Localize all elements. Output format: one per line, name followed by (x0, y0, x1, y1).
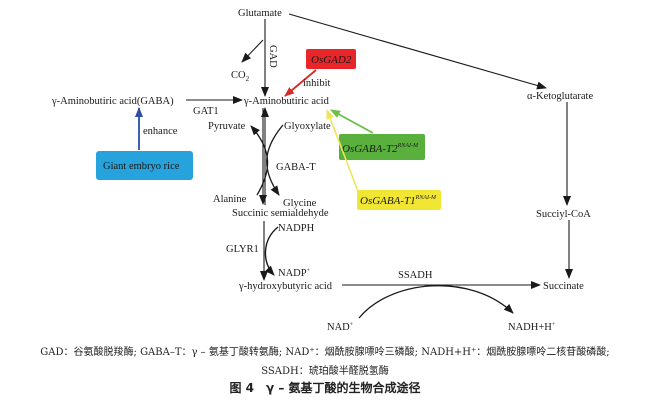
node-co2: CO2 (231, 70, 250, 83)
label-gad: GAD (267, 45, 278, 68)
node-gaba-center: γ-Aminobutiric acid (243, 96, 330, 107)
node-nadph: NADPH (278, 223, 315, 234)
arrow-inhibit (284, 69, 317, 97)
node-gaba-left: γ-Aminobutiric acid(GABA) (51, 96, 174, 107)
node-pyruvate: Pyruvate (208, 121, 246, 132)
label-inhibit: inhibit (303, 78, 331, 89)
osgabat1-box (357, 190, 441, 210)
node-glycine: Glycine (283, 198, 317, 209)
legend-line-2: SSADH：琥珀酸半醛脱氢酶 (261, 366, 389, 377)
osgad2-box (306, 49, 356, 69)
node-succinyl-coa: Succiyl-CoA (536, 209, 591, 220)
arrow-osgabat2 (330, 109, 374, 134)
curve-nad-to-nadh (358, 285, 514, 319)
legend-line-1: GAD：谷氨酸脱羧酶; GABA–T：γ – 氨基丁酸转氨酶; NAD⁺：烟酰胺… (40, 347, 610, 358)
arrow-to-co2 (241, 39, 264, 63)
giant-embryo-rice-label: Giant embryo rice (103, 161, 180, 172)
osgabat2-box (339, 134, 425, 160)
gaba-pathway-diagram: Glutamate GAD CO2 OsGAD2 inhibit γ-Amino… (51, 8, 593, 333)
curve-glyoxylate-to-glycine (266, 124, 284, 196)
osgabat2-label: OsGABA-T2RNAI-M (342, 143, 419, 155)
figure-title-text: γ – 氨基丁酸的生物合成途径 (266, 381, 421, 395)
arrow-glutamate-to-akg (288, 13, 547, 90)
giant-embryo-rice-box (96, 151, 193, 180)
node-nad: NAD+ (327, 322, 354, 333)
node-akg: α-Ketoglutarate (527, 91, 593, 102)
label-glyr1: GLYR1 (226, 244, 259, 255)
node-succinate: Succinate (543, 281, 584, 292)
node-alanine: Alanine (213, 194, 247, 205)
node-ghb: γ-hydroxybutyric acid (238, 281, 333, 292)
node-nadh: NADH+H+ (508, 322, 556, 333)
label-gat1: GAT1 (193, 106, 219, 117)
label-enhance: enhance (143, 126, 178, 137)
osgad2-label: OsGAD2 (311, 54, 352, 66)
label-gaba-t: GABA-T (276, 162, 316, 173)
curve-nadph-to-nadp (264, 226, 279, 276)
arrow-osgabat1 (326, 109, 360, 195)
label-ssadh: SSADH (398, 270, 433, 281)
node-nadp: NADP+ (278, 268, 311, 279)
figure-number: 图 4 (229, 381, 254, 395)
node-glutamate: Glutamate (238, 8, 282, 19)
node-ssa: Succinic semialdehyde (232, 208, 329, 219)
osgabat1-label: OsGABA-T1RNAI-M (360, 195, 437, 207)
curve-alanine-to-pyruvate (250, 125, 269, 196)
figure-title: 图 4 γ – 氨基丁酸的生物合成途径 (0, 379, 650, 396)
node-glyoxylate: Glyoxylate (284, 121, 331, 132)
